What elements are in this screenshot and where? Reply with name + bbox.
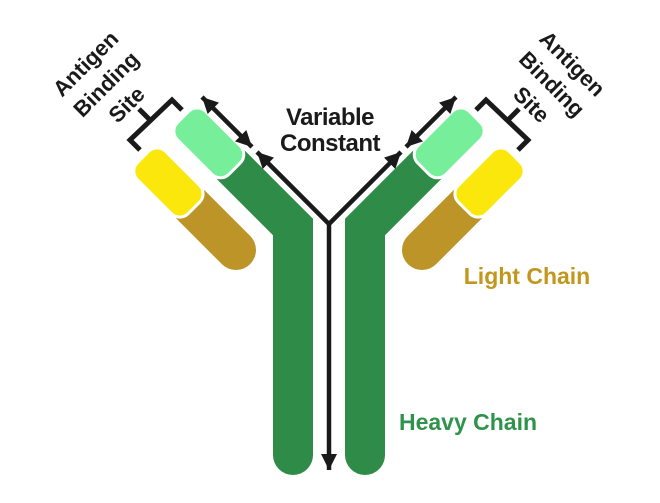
heavy-chain-label: Heavy Chain bbox=[399, 409, 537, 435]
light-chain-label: Light Chain bbox=[464, 263, 590, 289]
variable-region-arrow-left bbox=[200, 95, 254, 149]
heavy-chain-right-bar bbox=[345, 129, 463, 475]
antigen-binding-site-label-left: Antigen Binding Site bbox=[48, 26, 150, 128]
variable-region-arrow-right bbox=[404, 95, 458, 149]
variable-region-light-left bbox=[132, 146, 205, 219]
heavy-chain-left-bar bbox=[195, 129, 313, 475]
constant-region-label: Constant bbox=[280, 130, 381, 157]
variable-region-label: Variable bbox=[286, 104, 374, 131]
antigen-binding-bracket-right-stub bbox=[505, 107, 521, 123]
constant-region-arrow-right bbox=[327, 150, 403, 226]
variable-region-light-right bbox=[453, 146, 526, 219]
antigen-binding-bracket-left-stub bbox=[137, 107, 153, 123]
